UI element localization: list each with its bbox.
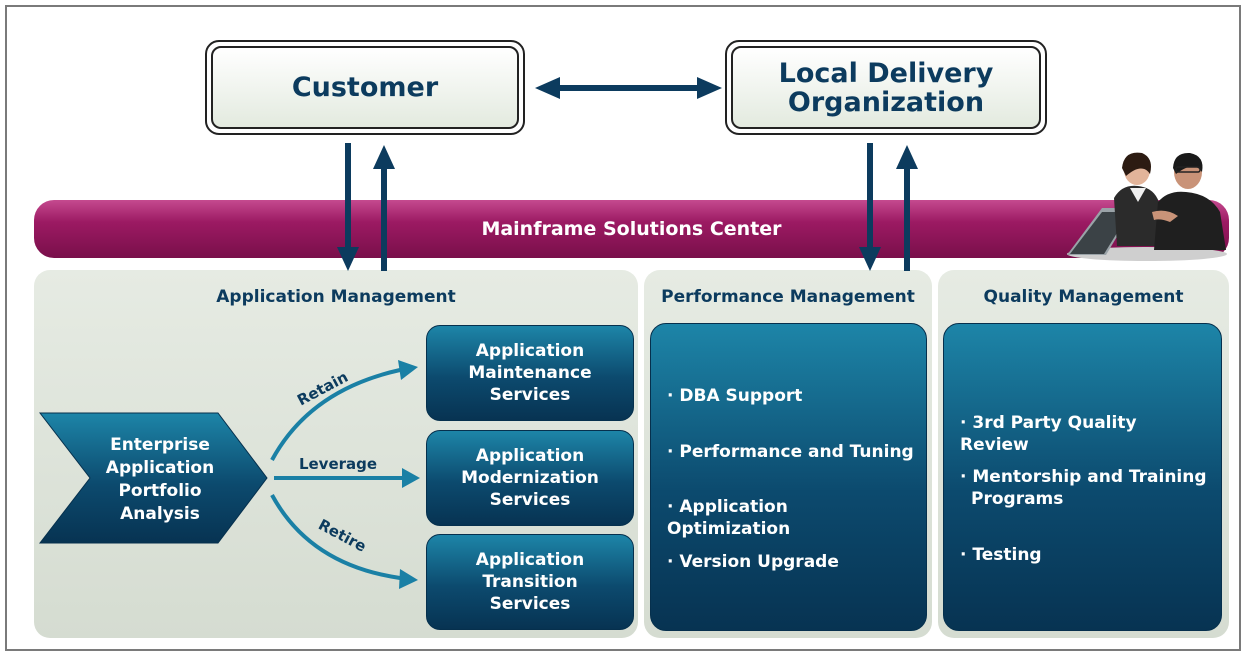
customer-label: Customer: [291, 72, 439, 103]
performance-item-tuning: · Performance and Tuning: [667, 442, 914, 462]
performance-item-optimization: · Application Optimization: [667, 497, 791, 539]
quality-item-mentorship: · Mentorship and Training: [960, 467, 1207, 487]
application-management-title: Application Management: [216, 287, 456, 307]
customer-down-arrow: [337, 143, 359, 271]
local-delivery-box: Local Delivery Organization: [725, 40, 1047, 135]
performance-item-upgrade: · Version Upgrade: [667, 552, 839, 572]
retain-arrow: [270, 360, 418, 461]
quality-item-testing: · Testing: [960, 545, 1042, 565]
maintenance-line-2: Maintenance: [468, 363, 592, 383]
quality-management-title: Quality Management: [983, 287, 1184, 307]
local-delivery-line-1: Local Delivery: [778, 57, 994, 89]
customer-box: Customer: [205, 40, 525, 135]
delivery-up-arrow: [896, 145, 918, 271]
modernization-line-1: Application: [475, 446, 585, 466]
quality-item-programs: Programs: [971, 489, 1064, 509]
portfolio-line-3: Portfolio: [118, 481, 202, 501]
modernization-line-2: Modernization: [461, 468, 599, 488]
portfolio-chevron: [38, 412, 268, 544]
portfolio-line-2: Application: [105, 458, 215, 478]
delivery-down-arrow: [859, 143, 881, 271]
people-icon: [1067, 152, 1227, 261]
performance-item-dba: · DBA Support: [667, 386, 803, 406]
performance-management-title: Performance Management: [661, 287, 915, 307]
maintenance-line-3: Services: [489, 385, 571, 405]
leverage-label: Leverage: [299, 455, 377, 473]
retire-arrow: [270, 494, 418, 589]
performance-list-box: · DBA Support · Performance and Tuning ·…: [650, 323, 927, 631]
portfolio-line-1: Enterprise: [110, 435, 210, 455]
transition-line-2: Transition: [482, 572, 578, 592]
double-arrow-horizontal: [535, 77, 722, 99]
mainframe-banner: Mainframe Solutions Center: [34, 200, 1229, 258]
local-delivery-line-2: Organization: [787, 86, 985, 118]
maintenance-services-box: Application Maintenance Services: [426, 325, 634, 421]
quality-list-box: · 3rd Party Quality Review · Mentorship …: [943, 323, 1222, 631]
modernization-services-box: Application Modernization Services: [426, 430, 634, 526]
portfolio-analysis-label: Enterprise Application Portfolio Analysi…: [60, 415, 260, 545]
customer-up-arrow: [373, 145, 395, 271]
portfolio-line-4: Analysis: [120, 504, 200, 524]
transition-services-box: Application Transition Services: [426, 534, 634, 630]
transition-line-3: Services: [489, 594, 571, 614]
modernization-line-3: Services: [489, 490, 571, 510]
maintenance-line-1: Application: [475, 341, 585, 361]
transition-line-1: Application: [475, 550, 585, 570]
banner-label: Mainframe Solutions Center: [481, 218, 782, 240]
leverage-arrow: [274, 468, 420, 488]
quality-item-review: · 3rd Party Quality Review: [960, 413, 1137, 455]
